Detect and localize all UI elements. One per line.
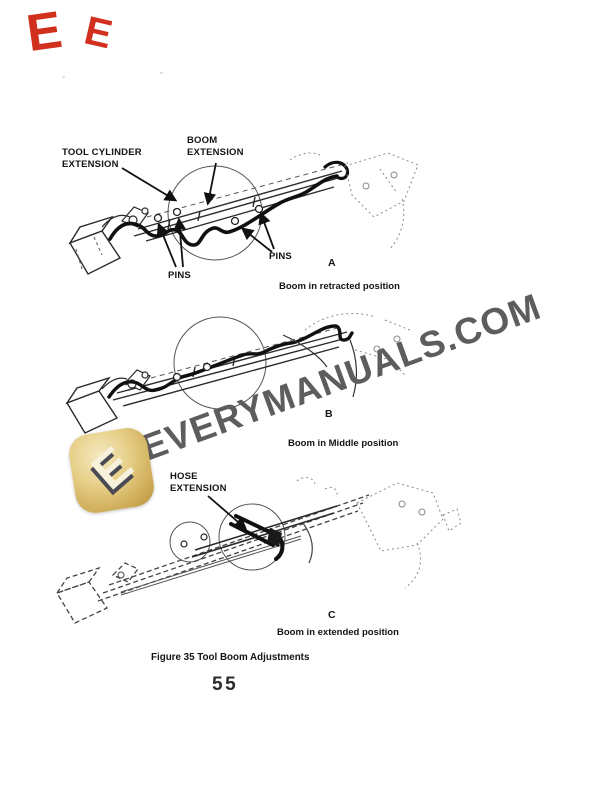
- diagram-a-artwork: [68, 152, 419, 275]
- label-line: EXTENSION: [187, 146, 244, 158]
- figure-caption-c: Boom in extended position: [277, 627, 399, 638]
- scan-speck: [160, 72, 163, 74]
- label-line: EXTENSION: [62, 158, 119, 170]
- red-stamp-icon: E: [23, 0, 66, 64]
- figure-letter-c: C: [328, 609, 336, 621]
- label-line: HOSE: [170, 471, 198, 482]
- label-boom-extension: BOOM EXTENSION: [187, 135, 244, 158]
- label-tool-cylinder-extension: TOOL CYLINDER EXTENSION: [62, 147, 142, 170]
- label-line: BOOM: [187, 135, 218, 146]
- diagram-b-artwork: [65, 312, 411, 434]
- figure-letter-b: B: [325, 408, 333, 420]
- red-stamp-icon: E: [80, 8, 117, 58]
- page-number: 55: [212, 674, 239, 695]
- figure-title: Figure 35 Tool Boom Adjustments: [151, 652, 310, 663]
- label-hose-extension: HOSE EXTENSION: [170, 471, 227, 494]
- label-line: EXTENSION: [170, 482, 227, 494]
- figure-letter-a: A: [328, 257, 336, 269]
- diagram-c-artwork: [55, 476, 462, 624]
- figure-caption-b: Boom in Middle position: [288, 438, 399, 449]
- scan-speck: [62, 76, 65, 78]
- label-line: TOOL CYLINDER: [62, 147, 142, 158]
- everymanuals-logo-icon: E E: [66, 425, 157, 516]
- label-pins-lower: PINS: [168, 270, 191, 281]
- label-pins-right: PINS: [269, 251, 292, 262]
- figure-caption-a: Boom in retracted position: [279, 281, 400, 292]
